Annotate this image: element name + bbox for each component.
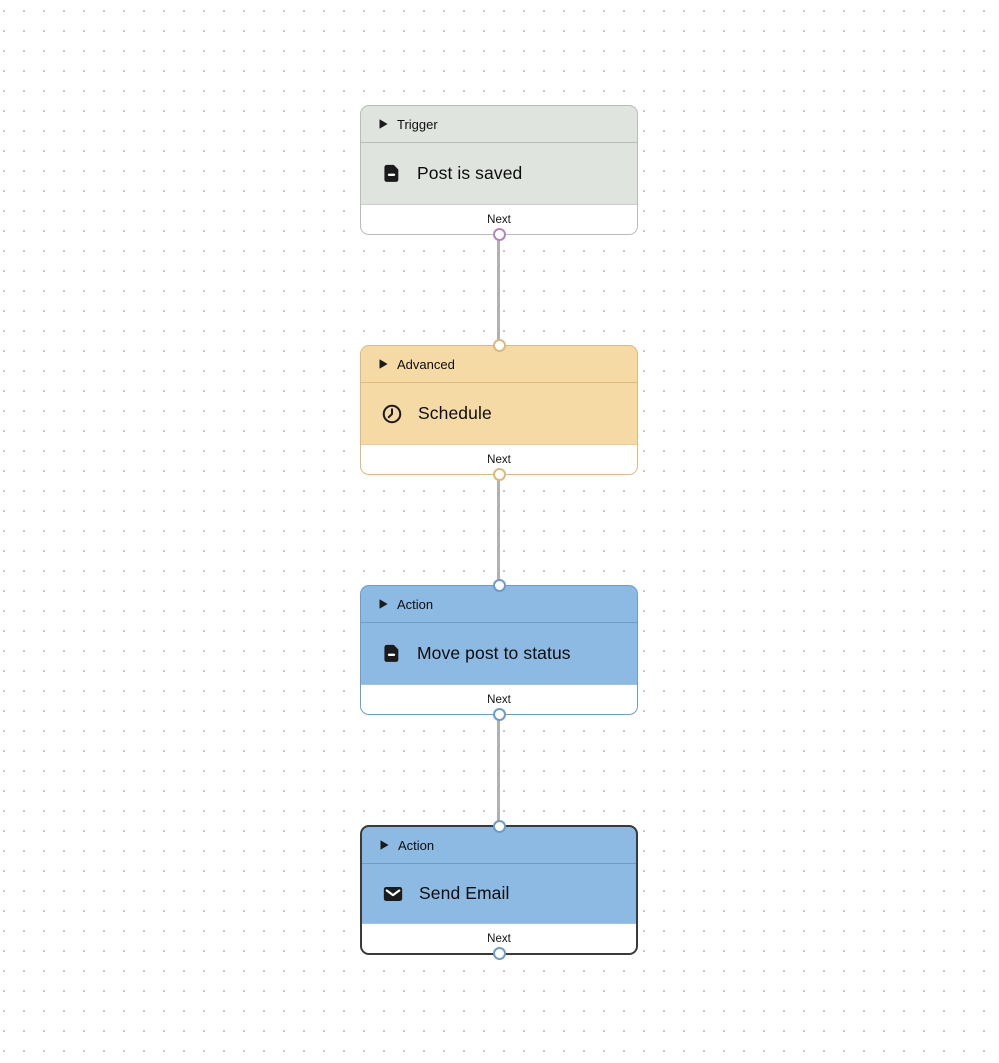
expand-caret-icon[interactable] <box>380 840 389 850</box>
node-body: Post is saved <box>361 143 637 204</box>
next-label: Next <box>487 932 511 945</box>
node-footer: Next <box>361 684 637 714</box>
node-action-move-post-to-status[interactable]: Action Move post to status Next <box>360 579 638 721</box>
node-body: Move post to status <box>361 623 637 684</box>
node-advanced-schedule[interactable]: Advanced Schedule Next <box>360 339 638 481</box>
node-title: Move post to status <box>417 643 571 663</box>
edge-trigger-to-advanced[interactable] <box>497 235 500 345</box>
node-body: Schedule <box>361 383 637 444</box>
node-title: Post is saved <box>417 163 523 183</box>
expand-caret-icon[interactable] <box>379 599 388 609</box>
source-handle[interactable] <box>492 228 506 241</box>
expand-caret-icon[interactable] <box>379 119 388 129</box>
source-handle[interactable] <box>492 708 506 721</box>
node-header[interactable]: Action <box>362 827 636 864</box>
node-header[interactable]: Action <box>361 586 637 623</box>
document-icon <box>381 643 402 664</box>
document-icon <box>381 163 402 184</box>
node-header[interactable]: Advanced <box>361 346 637 383</box>
node-category-label: Action <box>398 837 435 853</box>
next-label: Next <box>487 213 511 226</box>
target-handle[interactable] <box>492 820 506 833</box>
expand-caret-icon[interactable] <box>379 359 388 369</box>
next-label: Next <box>487 693 511 706</box>
node-body: Send Email <box>362 864 636 923</box>
next-label: Next <box>487 453 511 466</box>
node-title: Schedule <box>418 403 492 423</box>
node-category-label: Advanced <box>397 356 455 372</box>
node-header[interactable]: Trigger <box>361 106 637 143</box>
clock-icon <box>381 403 403 425</box>
node-trigger-post-is-saved[interactable]: Trigger Post is saved Next <box>360 105 638 241</box>
node-action-send-email[interactable]: Action Send Email Next <box>360 820 638 960</box>
target-handle[interactable] <box>492 579 506 592</box>
target-handle[interactable] <box>492 339 506 352</box>
node-title: Send Email <box>419 883 510 903</box>
source-handle[interactable] <box>492 468 506 481</box>
node-category-label: Trigger <box>397 116 438 132</box>
edge-advanced-to-action[interactable] <box>497 475 500 585</box>
edge-action-to-action[interactable] <box>497 715 500 825</box>
source-handle[interactable] <box>492 947 506 960</box>
mail-icon <box>382 883 404 905</box>
node-category-label: Action <box>397 596 434 612</box>
